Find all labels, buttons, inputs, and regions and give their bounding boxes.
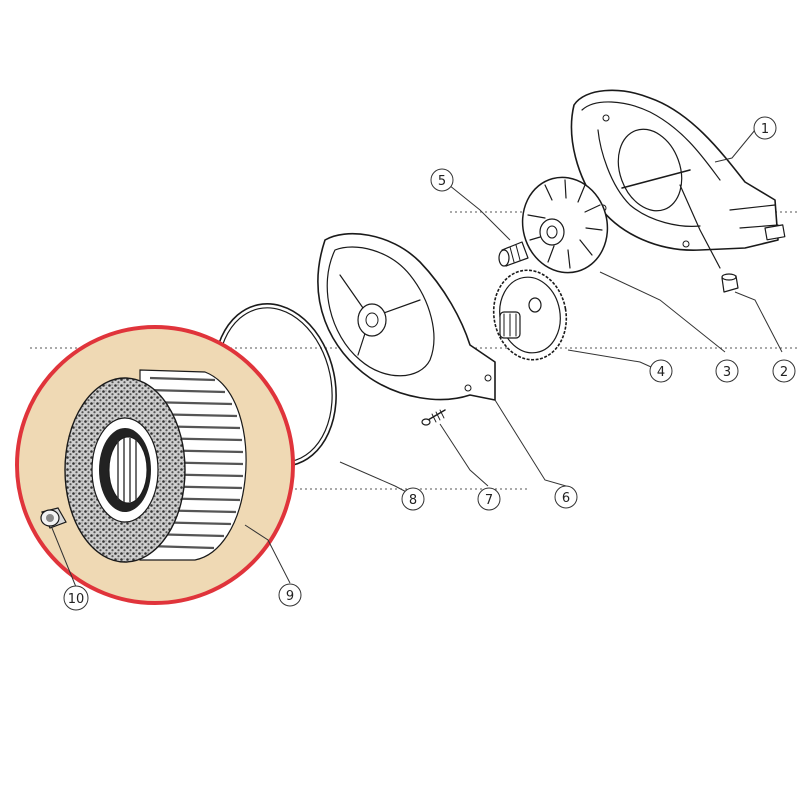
svg-text:2: 2 <box>780 365 788 380</box>
callout-7: 7 <box>477 487 501 511</box>
callout-10: 10 <box>63 585 89 611</box>
part-3-impeller <box>521 176 609 274</box>
callout-5: 5 <box>430 168 454 192</box>
svg-text:1: 1 <box>761 122 769 137</box>
callout-2: 2 <box>772 359 796 383</box>
callouts: 1 2 3 4 5 6 7 8 <box>63 116 796 611</box>
part-7-screw <box>421 409 446 426</box>
svg-text:3: 3 <box>723 365 731 380</box>
svg-text:6: 6 <box>562 491 570 506</box>
svg-text:5: 5 <box>438 174 446 189</box>
part-1-housing-cover <box>570 89 786 269</box>
part-9-brush-drum <box>64 369 247 563</box>
part-5-pinion <box>498 241 529 267</box>
part-10-bushing <box>40 507 67 529</box>
svg-text:9: 9 <box>286 589 294 604</box>
svg-text:4: 4 <box>657 365 665 380</box>
callout-3: 3 <box>715 359 739 383</box>
svg-text:7: 7 <box>485 493 493 508</box>
callout-4: 4 <box>649 359 673 383</box>
part-6-casing <box>317 232 496 401</box>
svg-text:8: 8 <box>409 493 417 508</box>
part-4-gear <box>492 269 568 361</box>
callout-9: 9 <box>278 583 302 607</box>
svg-text:10: 10 <box>68 592 85 607</box>
callout-8: 8 <box>401 487 425 511</box>
part-2-fitting <box>721 273 739 293</box>
detail-highlight <box>15 325 295 605</box>
callout-6: 6 <box>554 485 578 509</box>
callout-1: 1 <box>753 116 777 140</box>
